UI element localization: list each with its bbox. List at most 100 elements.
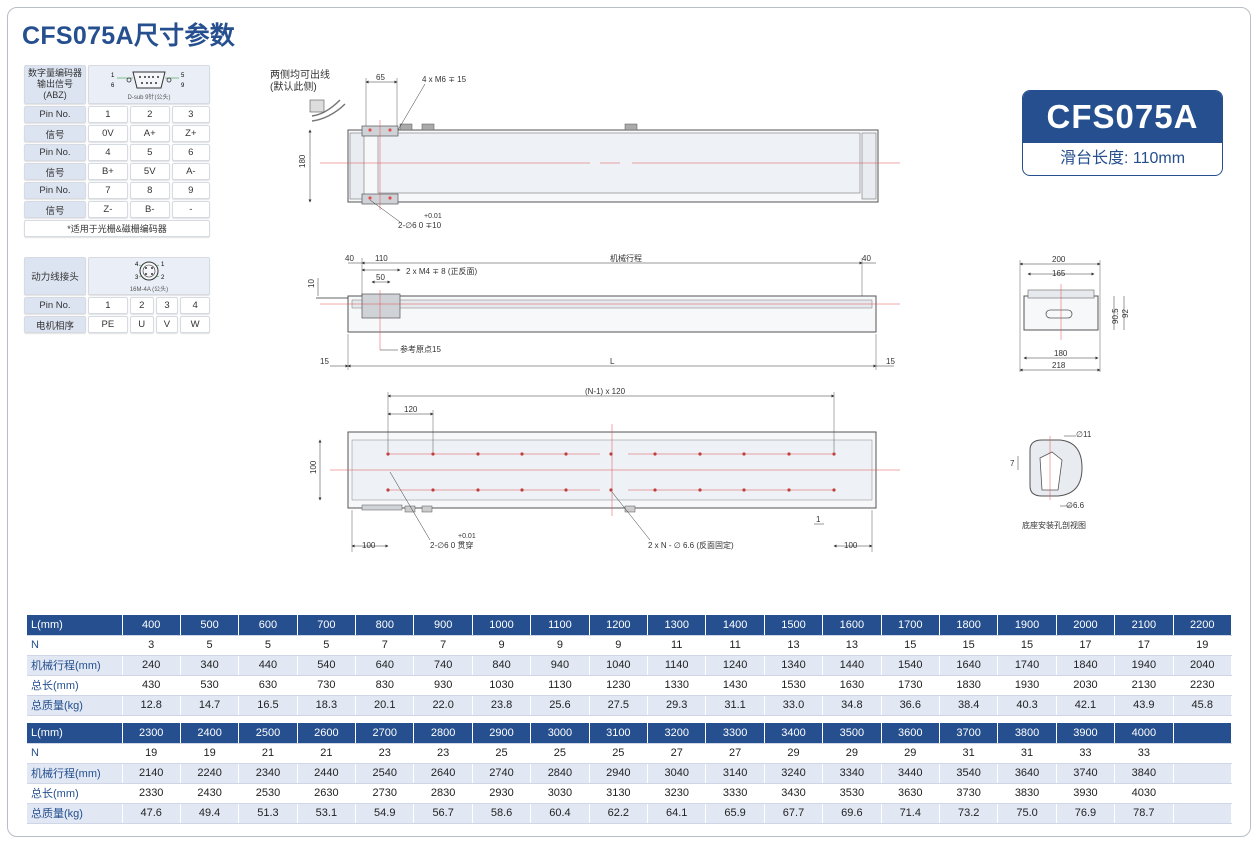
table-cell: 1430 <box>705 675 765 696</box>
table-cell: 12.8 <box>122 695 181 716</box>
table-cell: 3100 <box>589 723 649 744</box>
table-cell: 71.4 <box>881 803 940 824</box>
table-cell: 830 <box>355 675 415 696</box>
table-cell: 2030 <box>1056 675 1116 696</box>
table-cell: 9 <box>589 635 649 656</box>
table-cell: 1330 <box>647 675 707 696</box>
row-label: 总质量(kg) <box>27 695 123 716</box>
table-cell: 23 <box>413 743 473 764</box>
slide-length: 滑台长度: 110mm <box>1059 150 1186 167</box>
table-cell: 3600 <box>881 723 940 744</box>
table-cell: 2230 <box>1173 675 1233 696</box>
table-cell: 1230 <box>589 675 649 696</box>
table-cell: 33.0 <box>764 695 824 716</box>
table-cell: 3900 <box>1056 723 1116 744</box>
table-cell: 5 <box>238 635 298 656</box>
table-cell: 340 <box>180 655 240 676</box>
table-cell: 36.6 <box>881 695 940 716</box>
table-cell: 940 <box>530 655 590 676</box>
table-cell: 29 <box>764 743 824 764</box>
table-cell: 4000 <box>1114 723 1174 744</box>
table-cell: 3330 <box>705 783 765 804</box>
table-cell: 1030 <box>472 675 532 696</box>
table-cell: 25 <box>530 743 590 764</box>
table-cell: 43.9 <box>1114 695 1174 716</box>
table-cell: 11 <box>647 635 707 656</box>
table-cell: 1000 <box>472 615 532 636</box>
table-cell: 800 <box>355 615 415 636</box>
table-cell: 2600 <box>297 723 357 744</box>
table-cell: 2040 <box>1173 655 1233 676</box>
table-cell: 9 <box>472 635 532 656</box>
table-cell: 1600 <box>822 615 882 636</box>
pin-cell: 2 <box>129 106 170 123</box>
table-cell: 2330 <box>122 783 181 804</box>
table-cell: 530 <box>180 675 240 696</box>
table-cell: 25 <box>472 743 532 764</box>
table-cell: 1940 <box>1114 655 1174 676</box>
table-cell: 3530 <box>822 783 882 804</box>
table-cell: 640 <box>355 655 415 676</box>
table-cell: 17 <box>1114 635 1174 656</box>
table-cell: 29 <box>822 743 882 764</box>
pin-cell: V <box>155 316 179 333</box>
table-cell: 47.6 <box>122 803 181 824</box>
table-cell: 2800 <box>413 723 473 744</box>
table-cell: 45.8 <box>1173 695 1233 716</box>
encoder-pin-table: 数字量编码器输出信号(ABZ) 1 6 5 9 D-sub 9针(公头) <box>22 63 212 239</box>
table-cell <box>1173 783 1233 804</box>
model-badge: CFS075A 滑台长度: 110mm <box>1022 90 1223 176</box>
table-cell: 2700 <box>355 723 415 744</box>
table-cell: 1540 <box>881 655 940 676</box>
table-cell: 23.8 <box>472 695 532 716</box>
table-cell: 58.6 <box>472 803 532 824</box>
encoder-label: 数字量编码器输出信号(ABZ) <box>24 65 86 104</box>
table-cell: 73.2 <box>939 803 999 824</box>
table-cell: 440 <box>238 655 298 676</box>
table-cell: 51.3 <box>238 803 298 824</box>
pin-cell: 1 <box>88 297 128 314</box>
table-cell: 19 <box>122 743 181 764</box>
row-label: 信号 <box>24 125 86 142</box>
table-cell: 3140 <box>705 763 765 784</box>
pin-cell: 4 <box>88 144 128 161</box>
table-cell: 2300 <box>122 723 181 744</box>
table-cell: 49.4 <box>180 803 240 824</box>
table-cell: 2340 <box>238 763 298 784</box>
table-cell: 53.1 <box>297 803 357 824</box>
table-cell: 15 <box>881 635 940 656</box>
pin-cell: 0V <box>88 125 128 142</box>
table-cell: 5 <box>180 635 240 656</box>
table-cell: 1400 <box>705 615 765 636</box>
table-cell: 2430 <box>180 783 240 804</box>
dsub-pin-1: 1 <box>111 73 115 79</box>
table-cell: 67.7 <box>764 803 824 824</box>
pin-cell: 1 <box>88 106 128 123</box>
power-pin-1: 1 <box>161 262 165 268</box>
table-cell: 1900 <box>997 615 1057 636</box>
table-cell: 1640 <box>939 655 999 676</box>
table-cell: 3740 <box>1056 763 1116 784</box>
table-cell: 5 <box>297 635 357 656</box>
power-pin-3: 3 <box>135 275 139 281</box>
table-cell: 2440 <box>297 763 357 784</box>
table-cell: 3030 <box>530 783 590 804</box>
pin-cell: 5 <box>129 144 170 161</box>
dsub-connector-icon: 1 6 5 9 <box>111 71 185 89</box>
table-cell: 3700 <box>939 723 999 744</box>
table-cell: 740 <box>413 655 473 676</box>
table-cell: 3730 <box>939 783 999 804</box>
table-cell: 40.3 <box>997 695 1057 716</box>
row-label: L(mm) <box>27 723 123 744</box>
table-cell: 2140 <box>122 763 181 784</box>
table-row: *适用于光栅&磁栅编码器 <box>24 220 210 237</box>
table-cell: 13 <box>764 635 824 656</box>
row-label: Pin No. <box>24 106 86 123</box>
